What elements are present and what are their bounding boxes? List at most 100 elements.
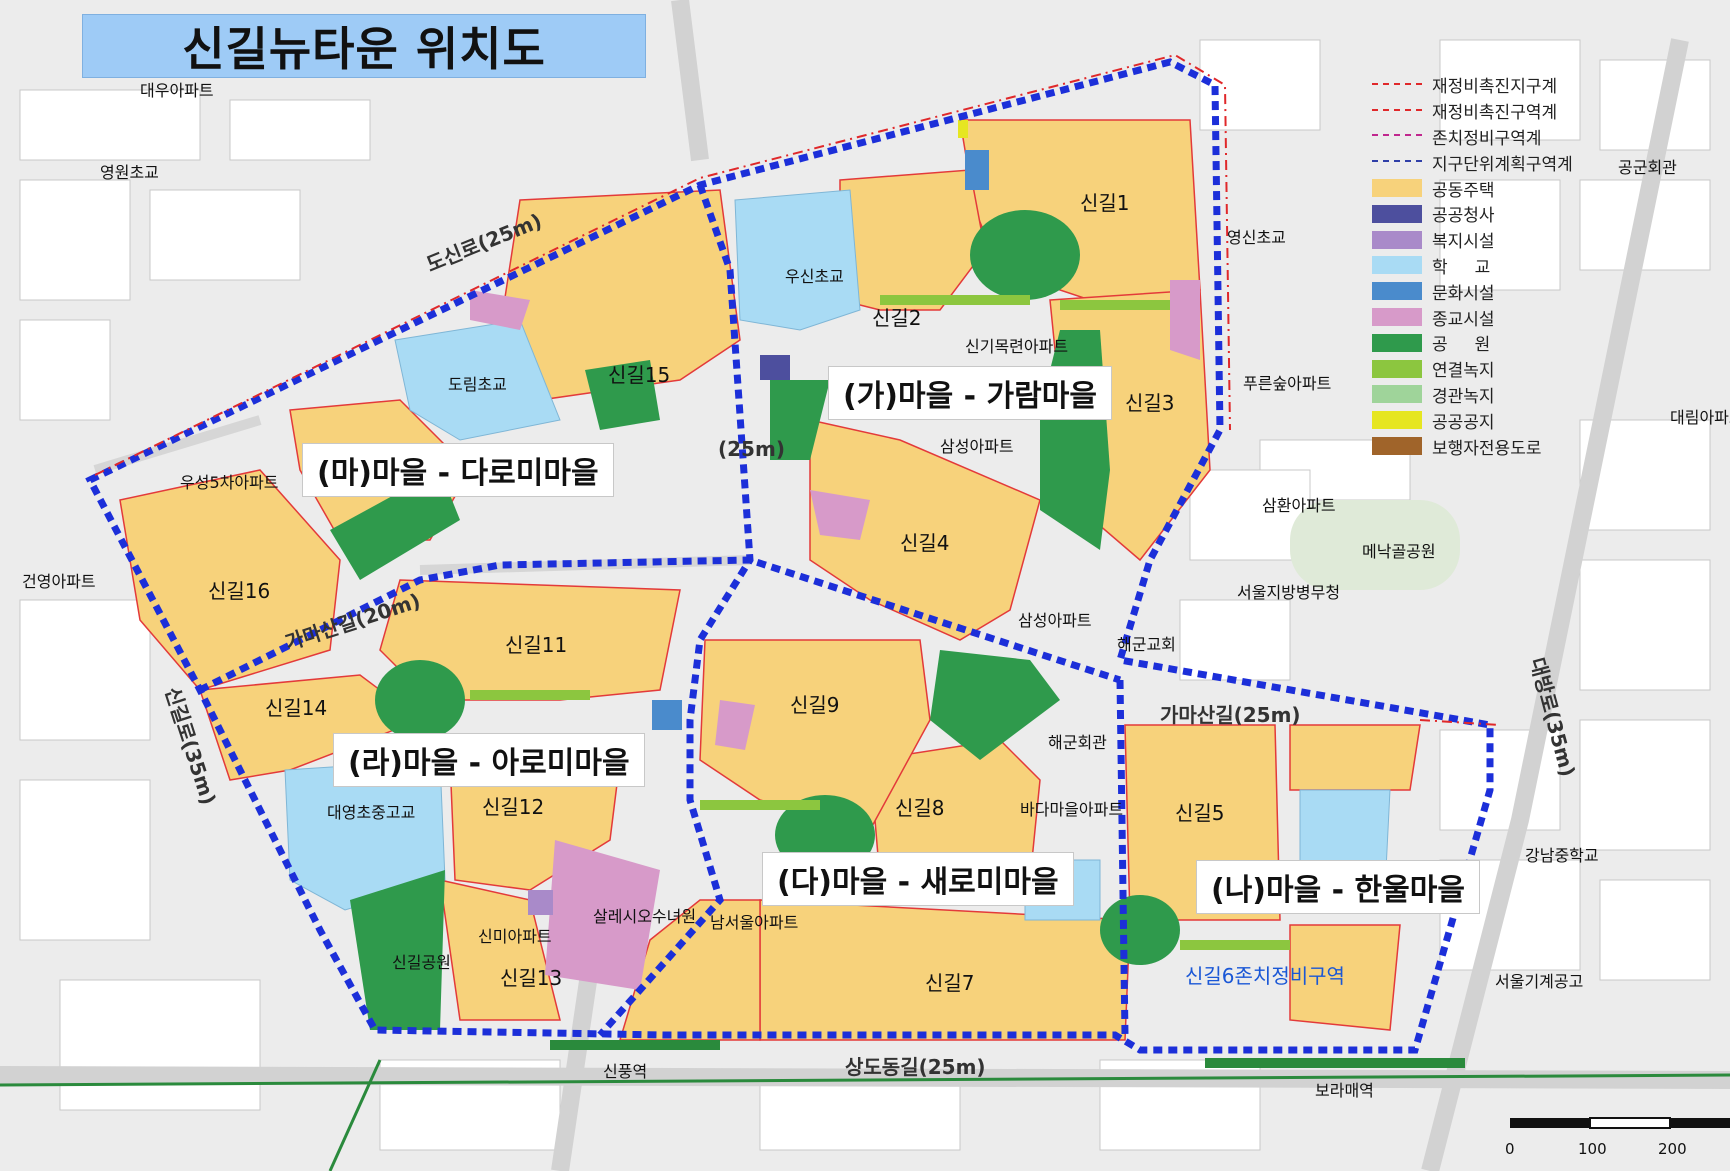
zone-rel-4: [470, 290, 530, 330]
legend: 재정비촉진지구계 재정비촉진구역계 존치정비구역계 지구단위계획구역계 공동주택…: [1372, 72, 1602, 459]
legend-label: 공공청사: [1432, 206, 1495, 227]
village-boundaries: [85, 58, 1494, 1054]
zone-welfare-1: [528, 890, 553, 915]
label-menakgol-park: 메낙골공원: [1362, 542, 1436, 561]
label-singpung-station: 신풍역: [603, 1062, 647, 1081]
label-sg7: 신길7: [925, 971, 975, 995]
school-zones: [284, 189, 1391, 921]
zone-sg7: [759, 899, 1131, 1041]
zone-salesio: [545, 840, 660, 990]
label-airforce-hall: 공군회관: [1618, 158, 1677, 177]
label-youngwon-school: 영원초교: [100, 163, 159, 182]
legend-label: 문화시설: [1432, 283, 1495, 304]
connect-green-strips: [470, 295, 1290, 950]
label-samsung-apt-2: 삼성아파트: [1018, 611, 1092, 630]
legend-swatch: [1372, 134, 1422, 138]
legend-item: 공 원: [1372, 330, 1602, 356]
boundary-ra-ma: [198, 556, 1122, 694]
legend-item: 지구단위계획구역계: [1372, 149, 1602, 175]
label-dorim-school: 도림초교: [448, 375, 507, 394]
zone-sg4: [809, 419, 1041, 641]
village-label-na: (나)마을 - 한울마을: [1196, 860, 1480, 914]
label-sg12: 신길12: [482, 795, 544, 819]
label-namseoul-apt: 남서울아파트: [710, 913, 798, 932]
legend-swatch: [1372, 282, 1422, 301]
legend-swatch: [1372, 82, 1422, 87]
zone-public-1: [760, 355, 790, 380]
legend-label: 지구단위계획구역계: [1432, 154, 1573, 175]
label-gangnam-middle: 강남중학교: [1525, 846, 1599, 865]
zone-rel-1: [810, 490, 870, 540]
legend-item: 공공공지: [1372, 407, 1602, 433]
outer-boundary: [85, 58, 1494, 1054]
zone-sg5b: [1289, 724, 1421, 791]
legend-label: 복지시설: [1432, 232, 1495, 253]
singpung-station-bar: [550, 1040, 720, 1050]
label-sg5: 신길5: [1175, 801, 1225, 825]
legend-item: 학 교: [1372, 253, 1602, 279]
legend-label: 공동주택: [1432, 180, 1495, 201]
scale-tick-200: 200: [1658, 1140, 1687, 1158]
zone-rel-2: [1170, 280, 1200, 360]
zone-culture-2: [652, 700, 682, 730]
legend-swatch: [1372, 204, 1422, 223]
label-gamasan-gil-25: 가마산길(25m): [1160, 703, 1301, 727]
park-sg1: [970, 210, 1080, 300]
label-sg3: 신길3: [1125, 391, 1175, 415]
legend-item: 공공청사: [1372, 201, 1602, 227]
label-sg14: 신길14: [265, 696, 327, 720]
label-sangdodong-gil: 상도동길(25m): [845, 1055, 986, 1079]
rail-lines: [0, 1059, 1730, 1171]
legend-label: 학 교: [1432, 257, 1491, 278]
boramae-station-bar: [1205, 1058, 1465, 1068]
park-singil: [350, 870, 445, 1030]
label-sg11: 신길11: [505, 633, 567, 657]
label-pureunsup-apt: 푸른숲아파트: [1243, 374, 1331, 393]
village-label-da: (다)마을 - 새로미마을: [762, 852, 1074, 906]
label-sg8: 신길8: [895, 796, 945, 820]
label-sg16: 신길16: [208, 579, 270, 603]
label-samhwan-apt: 삼환아파트: [1262, 496, 1336, 515]
legend-item: 복지시설: [1372, 227, 1602, 253]
label-singil-park: 신길공원: [392, 953, 451, 972]
legend-label: 재정비촉진구역계: [1432, 103, 1558, 124]
scale-bar: 0 100 200: [1505, 1117, 1730, 1158]
district-labels: 신길1 신길2 신길3 신길4 신길5 신길7 신길8 신길9 신길11 신길1…: [208, 191, 1345, 995]
legend-item: 존치정비구역계: [1372, 124, 1602, 150]
legend-label: 존치정비구역계: [1432, 128, 1542, 149]
label-military-office: 서울지방병무청: [1237, 583, 1340, 602]
legend-label: 공공공지: [1432, 412, 1495, 433]
label-samsung-apt-1: 삼성아파트: [940, 437, 1014, 456]
legend-swatch: [1372, 160, 1422, 164]
legend-label: 보행자전용도로: [1432, 438, 1542, 459]
zone-public-space: [958, 120, 968, 138]
label-boramae-station: 보라매역: [1315, 1081, 1374, 1100]
legend-item: 공동주택: [1372, 175, 1602, 201]
label-usin-school: 우신초교: [785, 267, 844, 286]
legend-item: 재정비촉진지구계: [1372, 72, 1602, 98]
village-label-ga: (가)마을 - 가람마을: [828, 366, 1112, 420]
village-label-ra: (라)마을 - 아로미마을: [333, 733, 645, 787]
label-sg2: 신길2: [872, 306, 922, 330]
legend-swatch: [1372, 256, 1422, 275]
legend-item: 종교시설: [1372, 304, 1602, 330]
label-daelim-apt: 대림아파트: [1670, 408, 1730, 427]
scale-tick-100: 100: [1578, 1140, 1607, 1158]
map-title: 신길뉴타운 위치도: [82, 14, 646, 78]
park-ma: [330, 470, 460, 580]
scale-tick-0: 0: [1505, 1140, 1515, 1158]
park-sg9: [930, 650, 1060, 760]
label-seoul-machinery: 서울기계공고: [1495, 972, 1583, 991]
legend-label: 경관녹지: [1432, 386, 1495, 407]
label-badamaeul-apt: 바다마을아파트: [1020, 800, 1123, 819]
label-youngsin-school: 영신초교: [1227, 228, 1286, 247]
legend-swatch: [1372, 411, 1422, 430]
label-daeyoung-school: 대영초중고교: [327, 803, 415, 822]
background-blocks: [19, 39, 1711, 1151]
place-labels: 대우아파트 영원초교 도림초교 우신초교 영신초교 공군회관 푸른숲아파트 삼성…: [22, 81, 1730, 1100]
legend-swatch: [1372, 179, 1422, 198]
legend-swatch: [1372, 385, 1422, 404]
legend-item: 연결녹지: [1372, 356, 1602, 382]
legend-item: 문화시설: [1372, 278, 1602, 304]
park-central: [770, 380, 830, 460]
